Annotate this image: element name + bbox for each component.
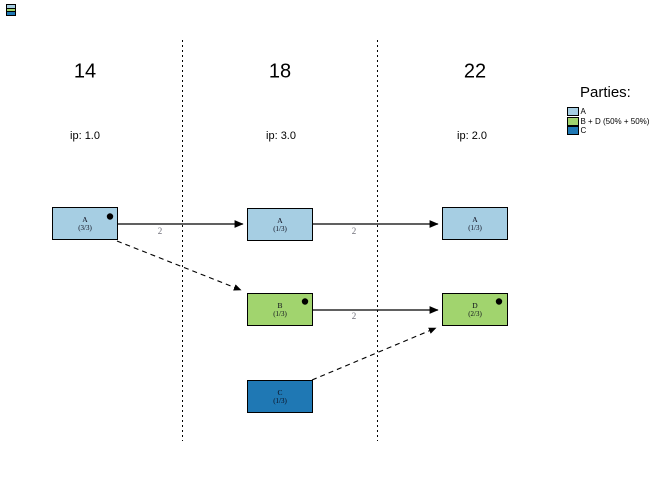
- node-sublabel: (1/3): [273, 396, 287, 405]
- corner-swatch-marker: [6, 4, 16, 16]
- edge-weight-3: 2: [351, 311, 357, 321]
- ip-label-22: ip: 2.0: [457, 130, 487, 142]
- node-sublabel: (2/3): [468, 309, 482, 318]
- node-sublabel: (1/3): [273, 309, 287, 318]
- year-label-22: 22: [463, 60, 487, 83]
- legend-row-a: A: [567, 107, 649, 117]
- legend-key-c-swatch: [567, 126, 579, 136]
- node-label: C: [277, 387, 283, 397]
- year-label-18: 18: [268, 60, 292, 83]
- edge-weight-1: 2: [157, 226, 163, 236]
- node-party-d-22: D (2/3): [442, 293, 508, 326]
- edge-weight-2: 2: [351, 226, 357, 236]
- node-sublabel: (1/3): [273, 224, 287, 233]
- node-party-a-18: A (1/3): [247, 208, 313, 241]
- legend-label-bd: B + D (50% + 50%): [580, 116, 650, 126]
- year-label-14: 14: [73, 60, 97, 83]
- node-label: A: [82, 214, 88, 224]
- legend: A B + D (50% + 50%) C: [567, 107, 649, 136]
- legend-label-a: A: [580, 107, 586, 117]
- node-label: A: [472, 214, 478, 224]
- edge-split-a14-b18: [116, 240, 242, 291]
- node-party-a-14: A (3/3): [52, 207, 118, 240]
- node-party-b-18: B (1/3): [247, 293, 313, 326]
- legend-row-c: C: [567, 126, 649, 136]
- swatch-cell-c: [6, 11, 16, 16]
- legend-title: Parties:: [580, 84, 631, 101]
- node-sublabel: (1/3): [468, 223, 482, 232]
- edge-merge-c18-d22: [311, 327, 437, 381]
- legend-key-bd-swatch: [567, 116, 579, 126]
- node-party-c-18: C (1/3): [247, 380, 313, 413]
- node-label: A: [277, 215, 283, 225]
- legend-row-bd: B + D (50% + 50%): [567, 116, 650, 127]
- period-separator-1: [182, 40, 183, 441]
- node-sublabel: (3/3): [78, 223, 92, 232]
- ip-label-14: ip: 1.0: [70, 130, 100, 142]
- node-party-a-22: A (1/3): [442, 207, 508, 240]
- node-label: D: [472, 300, 478, 310]
- legend-label-c: C: [580, 126, 587, 136]
- legend-key-a-swatch: [567, 107, 579, 117]
- ip-label-18: ip: 3.0: [266, 130, 296, 142]
- period-separator-2: [377, 40, 378, 441]
- node-label: B: [277, 300, 283, 310]
